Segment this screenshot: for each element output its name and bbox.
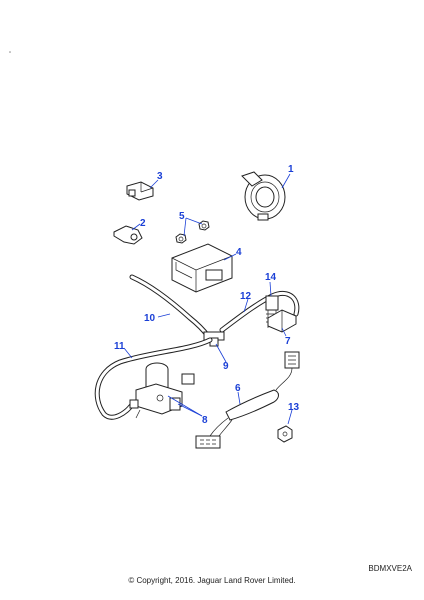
part-13-clip	[277, 425, 293, 443]
callout-4: 4	[236, 247, 242, 258]
callout-5: 5	[179, 211, 185, 222]
part-5-nuts	[175, 220, 210, 244]
callout-7: 7	[285, 336, 291, 347]
callout-6: 6	[235, 383, 241, 394]
stray-mark	[9, 51, 11, 53]
callout-3: 3	[157, 171, 163, 182]
copyright-notice: © Copyright, 2016. Jaguar Land Rover Lim…	[128, 576, 296, 585]
part-2-bracket	[113, 225, 143, 245]
callout-10: 10	[144, 313, 156, 324]
callout-9: 9	[223, 361, 229, 372]
callout-2: 2	[140, 218, 146, 229]
part-8-pump-assembly	[129, 362, 195, 419]
reference-code: BDMXVE2A	[368, 564, 412, 573]
part-3-connector	[126, 181, 154, 201]
part-1-rotary-coupler	[241, 171, 286, 221]
callout-12: 12	[240, 291, 252, 302]
callout-14: 14	[265, 272, 277, 283]
callout-11: 11	[114, 341, 125, 352]
part-7-connector	[267, 309, 297, 333]
part-4-control-module	[171, 243, 233, 293]
callout-1: 1	[288, 164, 294, 175]
callout-8: 8	[202, 415, 208, 426]
leader-lines	[123, 173, 293, 425]
callout-13: 13	[288, 402, 300, 413]
part-11-hose	[94, 337, 213, 420]
part-6-wiring-harness	[195, 351, 300, 449]
